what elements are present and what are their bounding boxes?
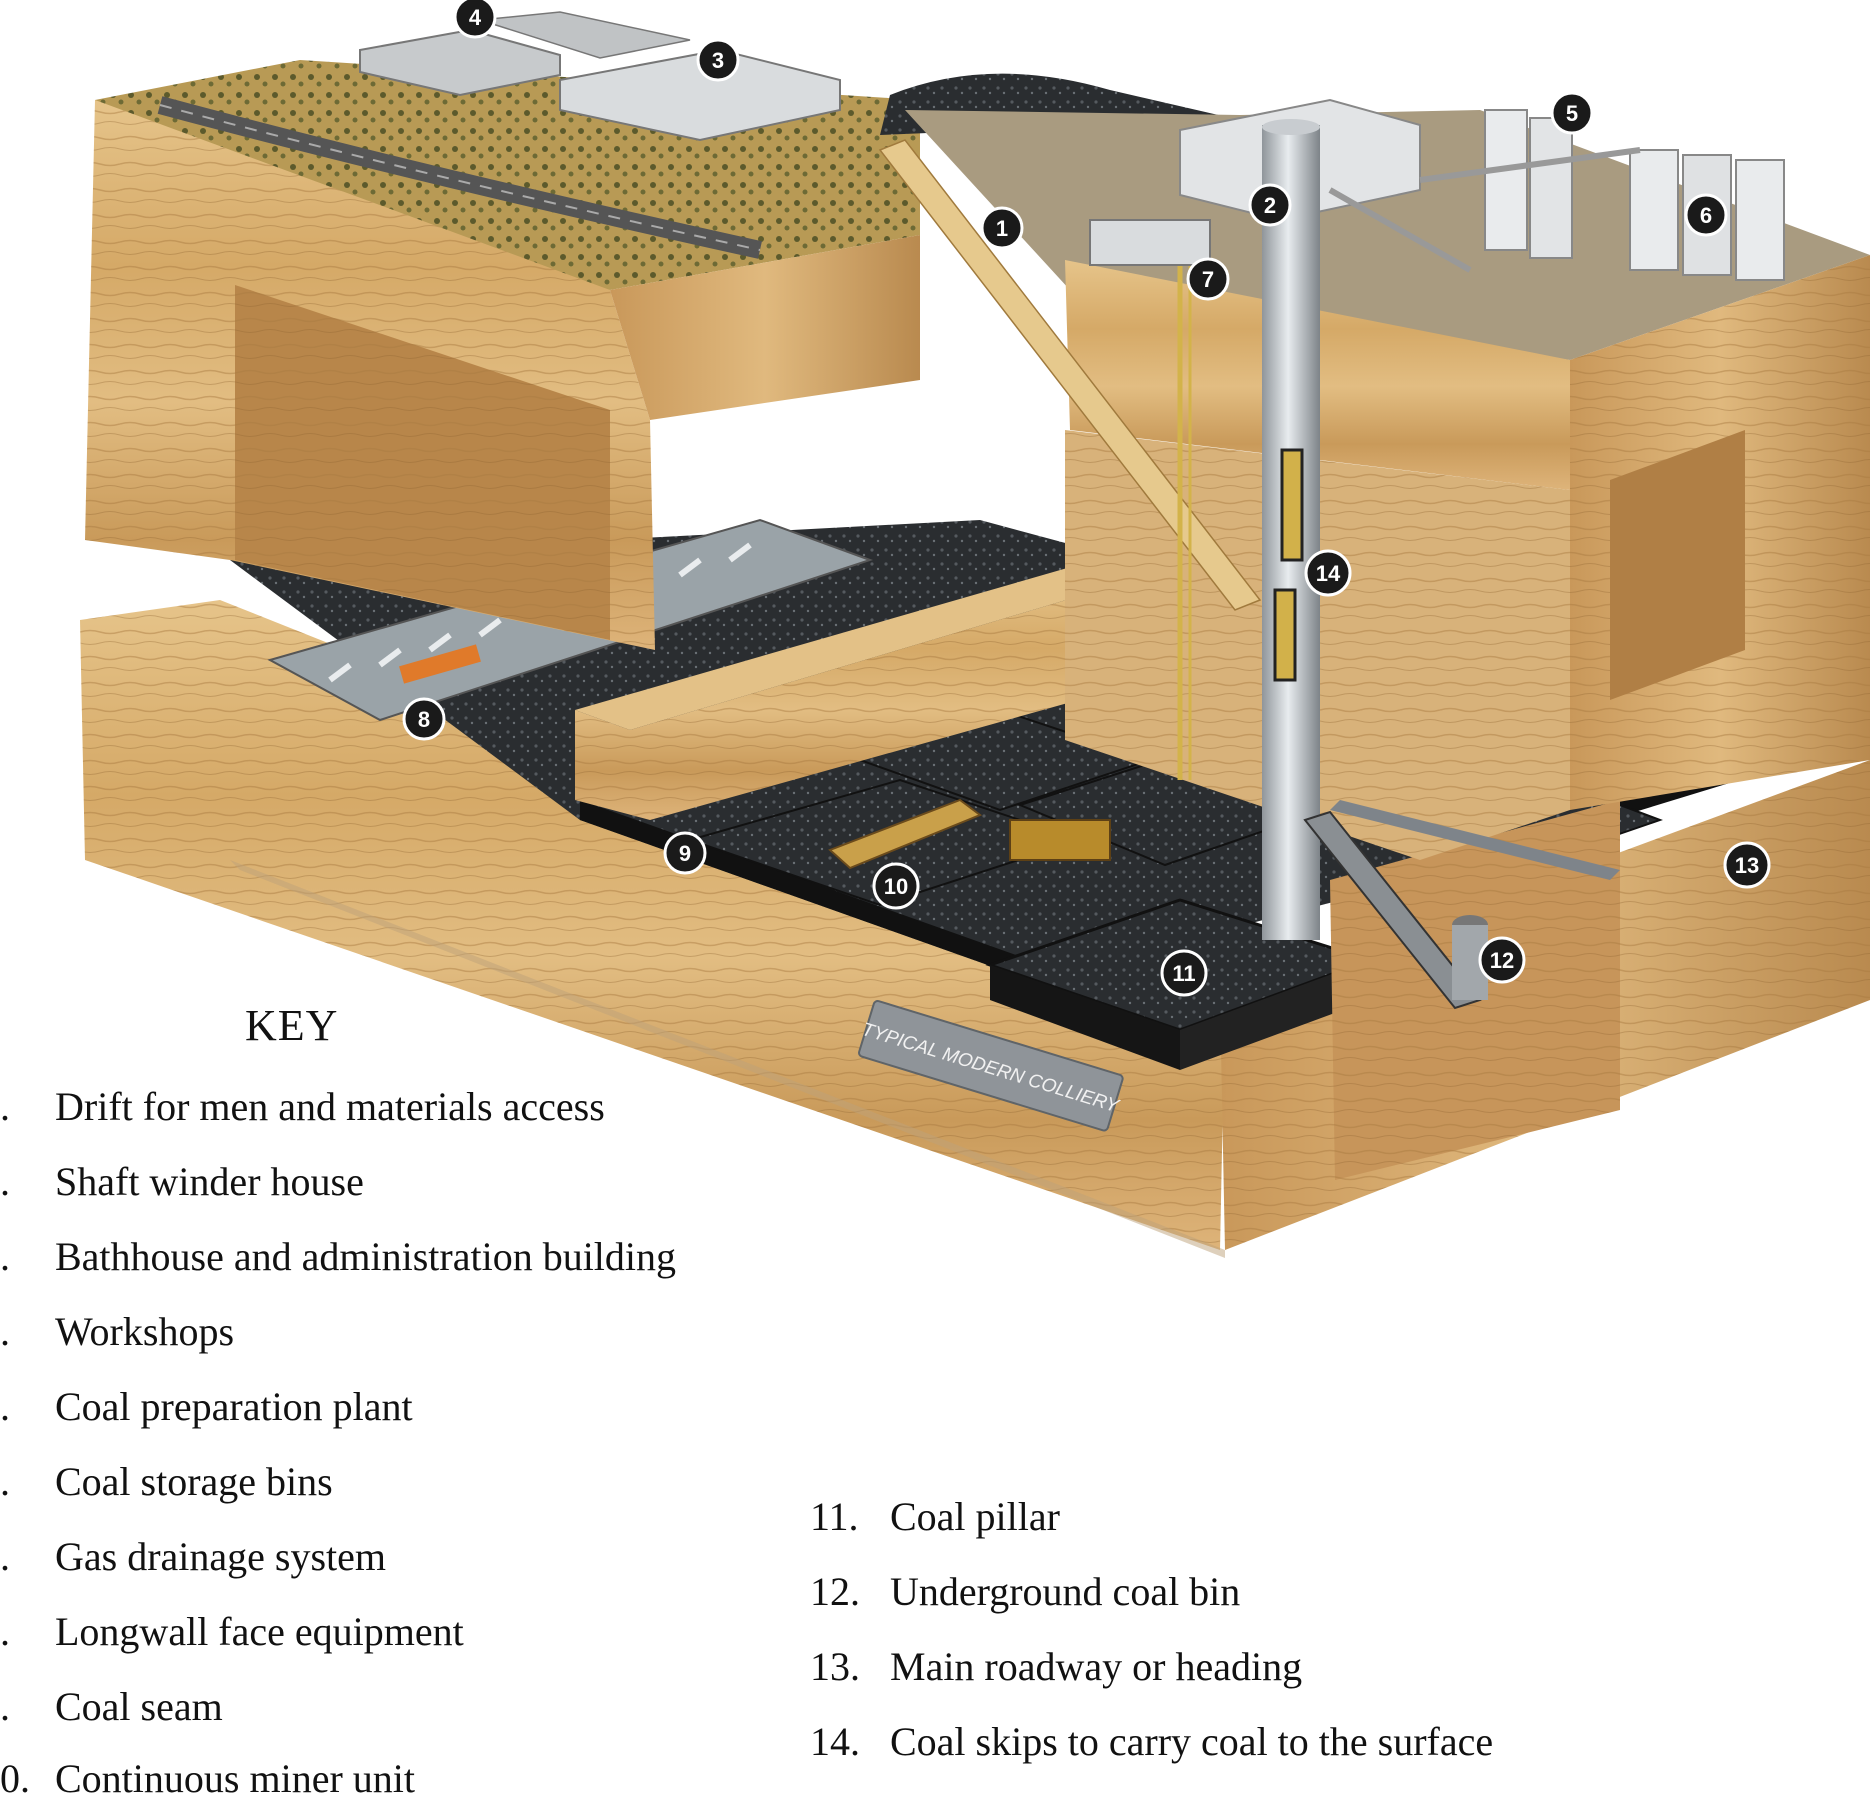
- callout-11: 11: [1160, 949, 1208, 997]
- svg-text:2: 2: [1264, 193, 1276, 218]
- callout-8: 8: [402, 697, 446, 741]
- callout-2: 2: [1248, 183, 1292, 227]
- drift-incline: [878, 139, 1262, 611]
- svg-text:12: 12: [1490, 948, 1514, 973]
- callout-14: 14: [1304, 549, 1352, 597]
- callout-5: 5: [1550, 91, 1594, 135]
- svg-text:5: 5: [1566, 101, 1578, 126]
- svg-text:4: 4: [469, 5, 482, 30]
- svg-text:9: 9: [679, 841, 691, 866]
- callout-10: 10: [872, 862, 920, 910]
- svg-text:14: 14: [1316, 561, 1341, 586]
- svg-text:8: 8: [418, 707, 430, 732]
- callout-1: 1: [980, 206, 1024, 250]
- continuous-miner-unit: [828, 798, 983, 870]
- callout-9: 9: [663, 831, 707, 875]
- coal-skip-lower: [1273, 588, 1297, 682]
- upper-left-block-side: [610, 235, 920, 420]
- svg-text:6: 6: [1700, 203, 1712, 228]
- svg-text:7: 7: [1202, 267, 1214, 292]
- svg-text:11: 11: [1172, 961, 1195, 986]
- svg-text:10: 10: [884, 874, 908, 899]
- svg-text:1: 1: [996, 216, 1008, 241]
- middle-rock-slab-top: [575, 560, 1150, 730]
- callout-7: 7: [1186, 257, 1230, 301]
- callout-12: 12: [1478, 936, 1526, 984]
- key-title: KEY: [245, 1001, 339, 1050]
- coal-storage-bins: [1484, 109, 1785, 281]
- main-roadway: [1330, 800, 1620, 880]
- callout-13: 13: [1723, 841, 1771, 889]
- callout-4: 4: [453, 0, 497, 39]
- callout-3: 3: [696, 38, 740, 82]
- coal-skip-upper: [1280, 448, 1304, 562]
- callout-6: 6: [1684, 193, 1728, 237]
- svg-text:13: 13: [1735, 853, 1759, 878]
- svg-text:3: 3: [712, 48, 724, 73]
